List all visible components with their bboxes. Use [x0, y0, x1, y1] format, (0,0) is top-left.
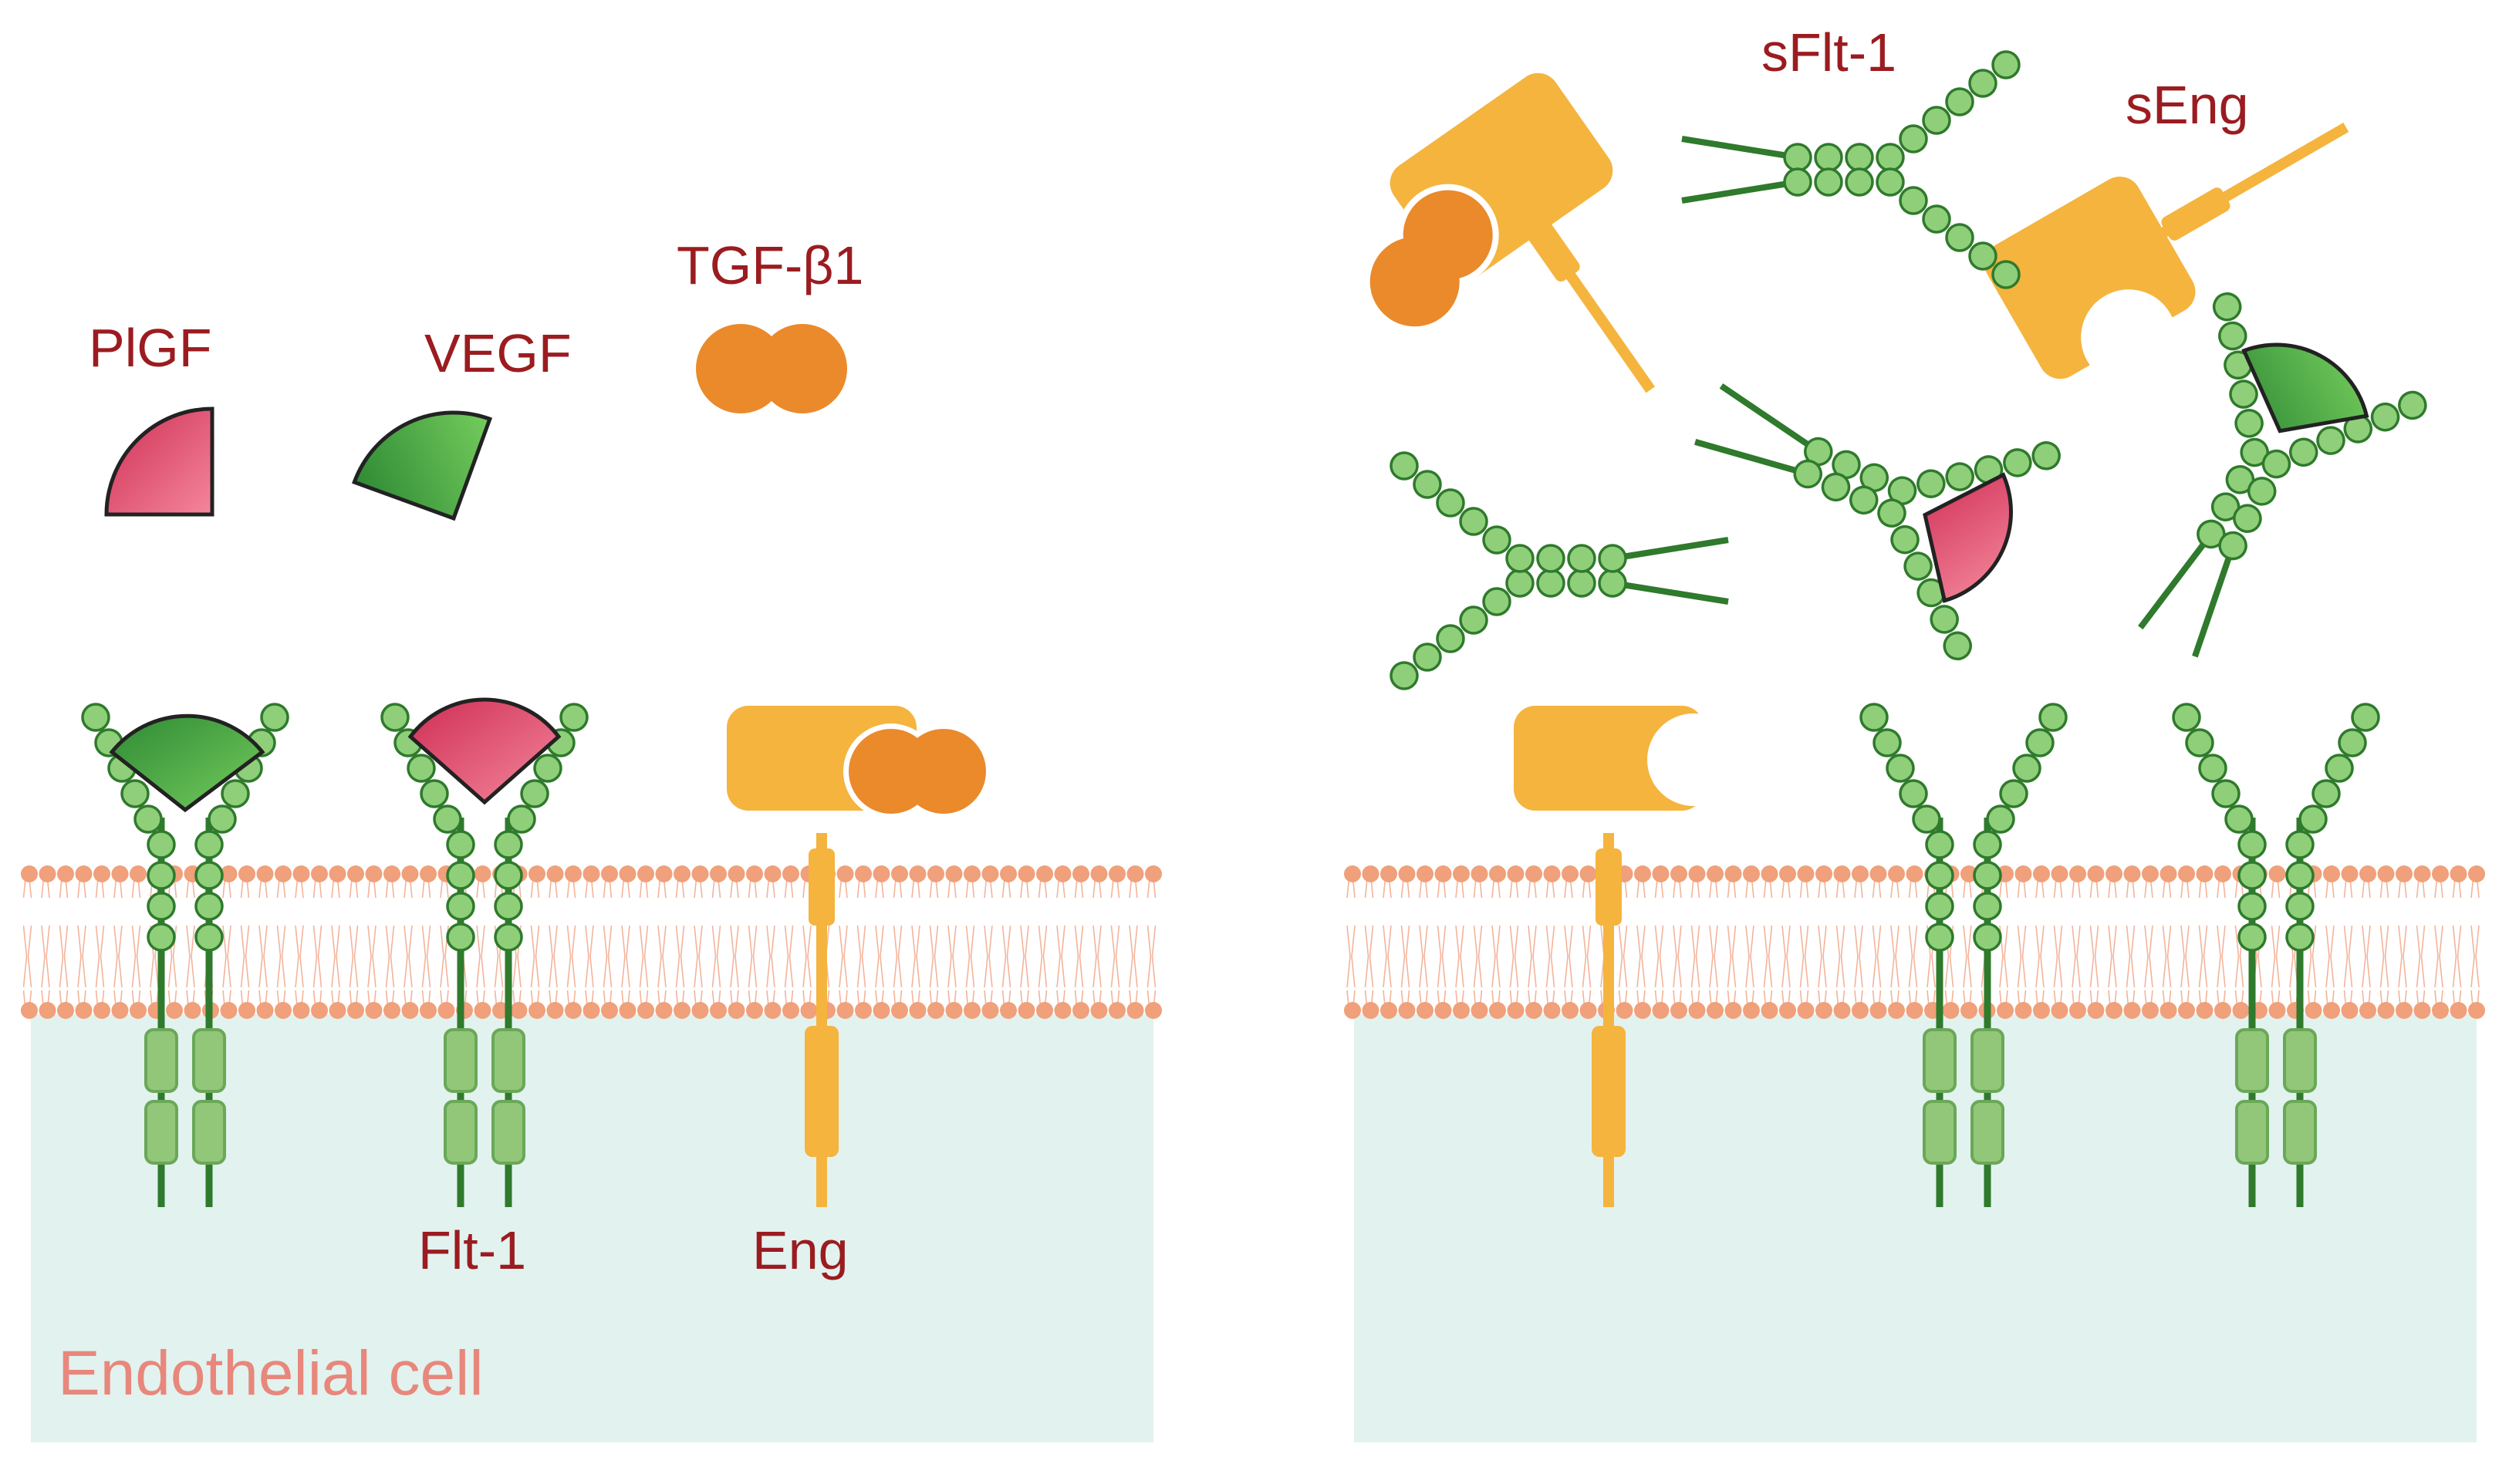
flt1-receptor-plgf-bound	[380, 703, 589, 1207]
seng-tgf-complex	[1369, 73, 1656, 393]
seng-free	[1984, 122, 2349, 386]
plgf-ligand	[104, 406, 214, 517]
right-panel	[1344, 865, 2485, 1442]
vegf-label: VEGF	[424, 323, 572, 383]
sflt1-free-top	[1681, 50, 2021, 289]
tgf-beta1-ligand	[696, 324, 847, 413]
sflt1-plgf-complex	[1694, 383, 2061, 661]
flt1-receptor-unbound-1	[1859, 703, 2068, 1207]
flt1-receptor-unbound-2	[2172, 703, 2380, 1207]
endothelial-cell-label: Endothelial cell	[58, 1338, 484, 1408]
sflt1-free-left	[1390, 451, 1729, 690]
bound-vegf	[109, 713, 265, 813]
sflt1-label: sFlt-1	[1761, 22, 1896, 83]
left-panel: Endothelial cell	[21, 865, 1162, 1442]
membrane-left	[21, 865, 1162, 1019]
eng-label: Eng	[752, 1220, 849, 1280]
plgf-label: PlGF	[89, 318, 211, 378]
tgf-beta1-label: TGF-β1	[677, 235, 863, 295]
sflt1-vegf-complex	[2138, 292, 2427, 658]
vegf-ligand	[352, 410, 493, 521]
endoglin-receptor-unbound	[1514, 706, 1740, 1207]
membrane-right	[1344, 865, 2485, 1019]
endoglin-receptor-tgf-bound	[727, 706, 986, 1207]
bound-plgf	[407, 697, 562, 805]
seng-label: sEng	[2126, 75, 2249, 135]
flt1-label: Flt-1	[418, 1220, 526, 1280]
